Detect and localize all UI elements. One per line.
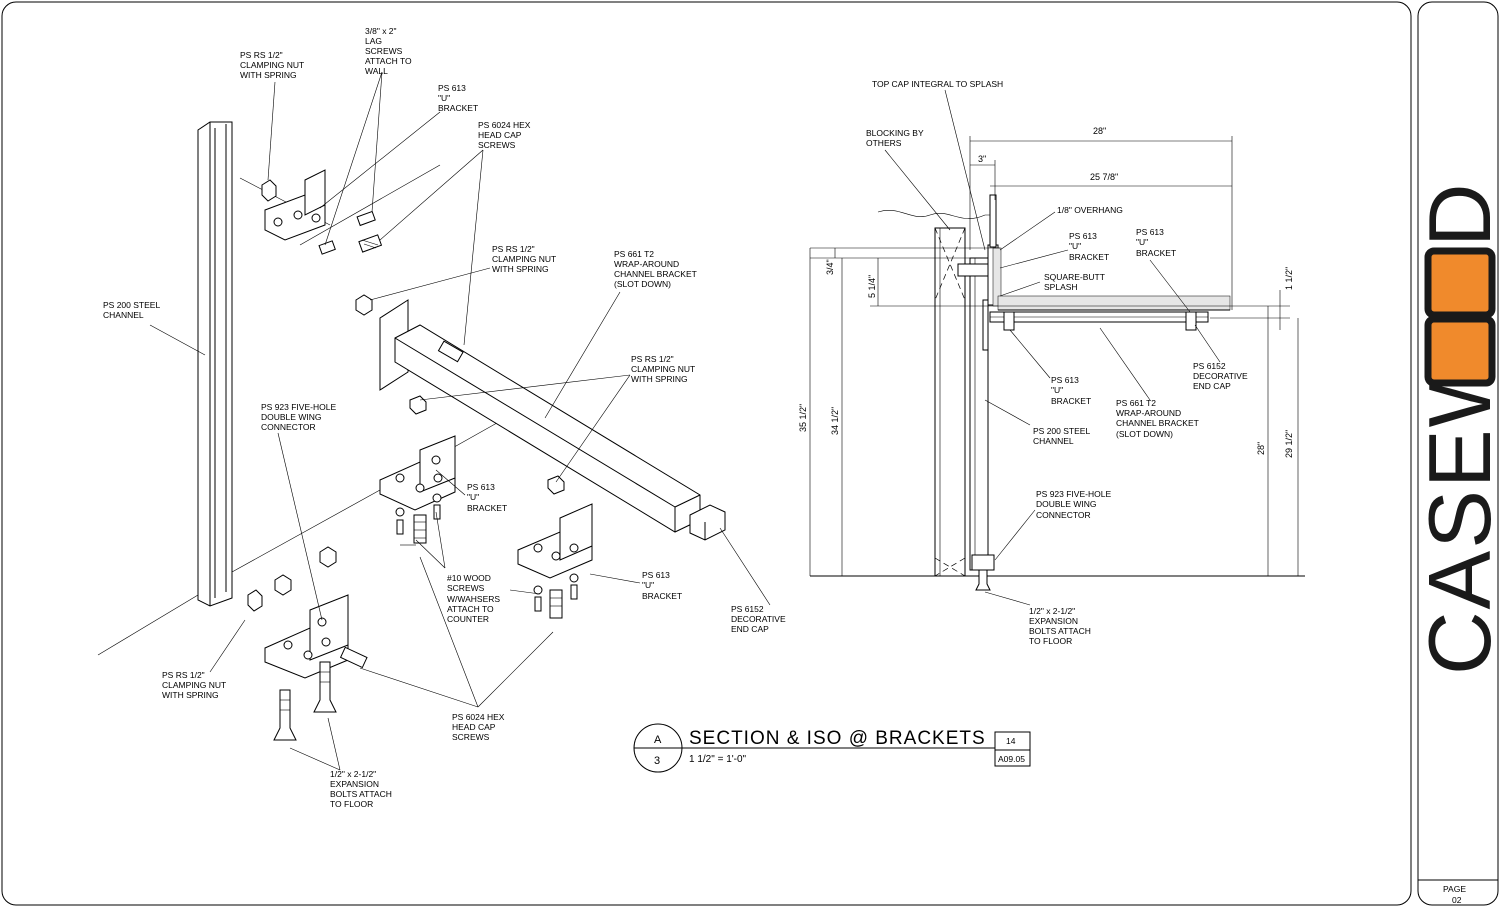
sec-label-top-cap: TOP CAP INTEGRAL TO SPLASH — [872, 79, 1003, 89]
sec-label-expansion-bolts: 1/2" x 2-1/2" EXPANSION BOLTS ATTACH TO … — [1029, 606, 1093, 646]
dim-3-4: 3/4" — [825, 259, 835, 275]
iso-label-hex-screws-top: PS 6024 HEX HEAD CAP SCREWS — [478, 120, 533, 150]
iso-label-wood-screws: #10 WOOD SCREWS W/WAHSERS ATTACH TO COUN… — [447, 573, 502, 624]
iso-top-bracket — [261, 169, 383, 255]
detail-title: SECTION & ISO @ BRACKETS — [689, 728, 986, 749]
sec-label-five-hole-connector: PS 923 FIVE-HOLE DOUBLE WING CONNECTOR — [1036, 489, 1114, 520]
detail-ref-top: 14 — [1006, 736, 1016, 746]
detail-sheet-number: 3 — [654, 755, 660, 767]
sec-label-end-cap: PS 6152 DECORATIVE END CAP — [1193, 361, 1250, 391]
section-leaders — [884, 89, 1221, 606]
logo-tail-letter: D — [1410, 181, 1500, 247]
iso-leaders — [149, 71, 771, 771]
iso-label-lag-screws: 3/8" x 2" LAG SCREWS ATTACH TO WALL — [365, 26, 414, 76]
iso-lower-bracket — [379, 395, 456, 544]
iso-label-clamping-nut-mid: PS RS 1/2" CLAMPING NUT WITH SPRING — [492, 244, 558, 274]
casewood-logo: CASEW D — [1410, 181, 1500, 675]
dim-28-top: 28" — [1093, 126, 1106, 136]
detail-letter: A — [654, 734, 662, 746]
logo-letters: CASEW — [1410, 342, 1500, 675]
sec-label-u-bracket-a: PS 613 "U" BRACKET — [1069, 231, 1109, 262]
iso-label-clamping-nut-bottom: PS RS 1/2" CLAMPING NUT WITH SPRING — [162, 670, 228, 700]
iso-steel-channel — [197, 121, 233, 607]
iso-label-hex-screws-bottom: PS 6024 HEX HEAD CAP SCREWS — [452, 712, 507, 742]
dim-35-1-2: 35 1/2" — [798, 404, 808, 432]
iso-label-clamping-nut-top: PS RS 1/2" CLAMPING NUT WITH SPRING — [240, 50, 306, 80]
iso-right-bracket — [517, 475, 593, 619]
detail-scale: 1 1/2" = 1'-0" — [689, 754, 747, 765]
sec-label-overhang: 1/8" OVERHANG — [1057, 205, 1123, 215]
dim-29-1-2: 29 1/2" — [1284, 430, 1294, 458]
drawing-frame — [1, 1, 1412, 906]
iso-wrap-bracket — [355, 294, 726, 541]
logo-o-block-1 — [1424, 315, 1496, 387]
sec-label-splash: SQUARE-BUTT SPLASH — [1044, 272, 1107, 292]
section-dimensions — [809, 136, 1299, 576]
title-strip-frame — [1417, 1, 1499, 906]
iso-label-wrap-bracket: PS 661 T2 WRAP-AROUND CHANNEL BRACKET (S… — [614, 249, 699, 289]
iso-label-expansion-bolts: 1/2" x 2-1/2" EXPANSION BOLTS ATTACH TO … — [330, 769, 394, 809]
iso-label-u-bracket-mid: PS 613 "U" BRACKET — [467, 482, 507, 513]
dim-3: 3" — [978, 154, 986, 164]
section-view: 28" 3" 25 7/8" 3/4" 5 1/4" 1 1/2" 35 1/2… — [798, 79, 1305, 646]
sec-label-blocking: BLOCKING BY OTHERS — [866, 128, 926, 148]
page-label: PAGE — [1443, 884, 1466, 894]
dim-25-7-8: 25 7/8" — [1090, 172, 1118, 182]
iso-bottom-bracket — [247, 546, 368, 741]
sec-label-steel-channel: PS 200 STEEL CHANNEL — [1033, 426, 1092, 446]
dim-34-1-2: 34 1/2" — [830, 407, 840, 435]
iso-label-end-cap: PS 6152 DECORATIVE END CAP — [731, 604, 788, 634]
dim-5-1-4: 5 1/4" — [867, 275, 877, 298]
sec-label-wrap-bracket: PS 661 T2 WRAP-AROUND CHANNEL BRACKET (S… — [1116, 398, 1201, 439]
iso-view: PS RS 1/2" CLAMPING NUT WITH SPRING 3/8"… — [97, 26, 788, 809]
sec-label-u-bracket-b: PS 613 "U" BRACKET — [1136, 227, 1176, 258]
dim-28-right: 28" — [1256, 442, 1266, 455]
page-number: 02 — [1452, 895, 1462, 905]
iso-label-clamping-nut-right: PS RS 1/2" CLAMPING NUT WITH SPRING — [631, 354, 697, 384]
iso-label-steel-channel: PS 200 STEEL CHANNEL — [103, 300, 162, 320]
iso-label-u-bracket-top: PS 613 "U" BRACKET — [438, 83, 478, 113]
detail-ref-bottom: A09.05 — [998, 754, 1025, 764]
iso-label-five-hole-connector: PS 923 FIVE-HOLE DOUBLE WING CONNECTOR — [261, 402, 339, 432]
iso-label-u-bracket-right: PS 613 "U" BRACKET — [642, 570, 682, 601]
detail-title-block: A 3 SECTION & ISO @ BRACKETS 1 1/2" = 1'… — [633, 723, 1031, 773]
dim-1-1-2: 1 1/2" — [1284, 267, 1294, 290]
logo-o-block-2 — [1424, 247, 1496, 319]
sec-label-u-bracket-c: PS 613 "U" BRACKET — [1051, 375, 1091, 406]
